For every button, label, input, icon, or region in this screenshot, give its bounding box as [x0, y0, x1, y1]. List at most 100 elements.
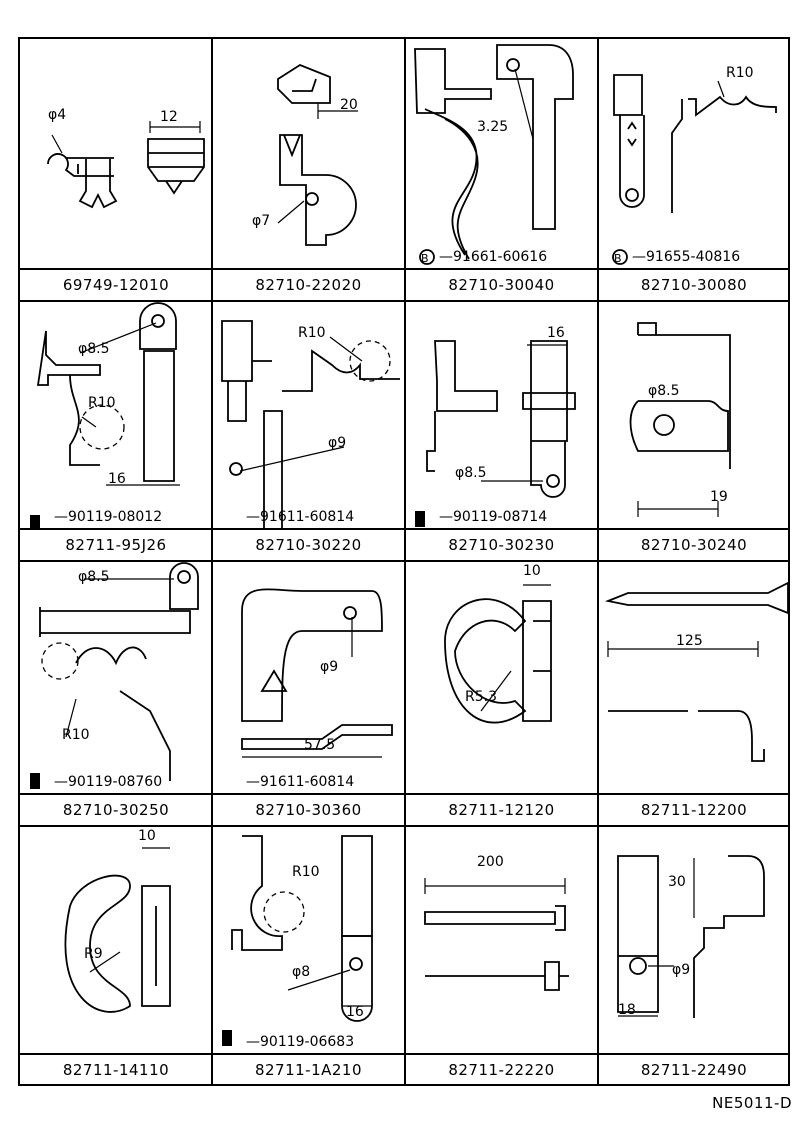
dimension-label: 200 [477, 854, 504, 870]
dimension-label: R10 [292, 864, 320, 880]
drawing-stroke [279, 134, 357, 246]
drawing-stroke [79, 322, 180, 486]
part-number: 82711-1A210 [254, 1061, 363, 1079]
dimension-label: φ8.5 [648, 383, 680, 399]
dimension-label: φ9 [328, 435, 346, 451]
dimension-label: φ8.5 [78, 569, 110, 585]
bolt-part-number: —91655-40816 [632, 249, 740, 265]
part-number: 82710-30250 [62, 801, 170, 819]
part-illustration: B3.25—91661-60616 [414, 44, 574, 265]
part-cell: 200 82711-22220 [405, 826, 598, 1086]
drawing-stroke [414, 48, 492, 114]
drawing-stroke [717, 80, 725, 98]
drawing-stroke [30, 773, 40, 789]
bolt-part-number: —90119-08760 [54, 774, 162, 790]
bolt-part-number: —91611-60814 [246, 774, 354, 790]
drawing-stroke [36, 330, 101, 386]
dimension-label: φ8.5 [78, 341, 110, 357]
part-number: 82711-95J26 [65, 536, 167, 554]
part-illustration: 200 [424, 854, 569, 991]
drawing-stroke [89, 847, 170, 973]
drawing-stroke [522, 340, 576, 498]
drawing-stroke [75, 646, 171, 781]
part-number: 69749-12010 [62, 276, 170, 294]
drawing-stroke [47, 153, 118, 209]
drawing-stroke [69, 302, 177, 482]
dimension-label: 16 [346, 1004, 364, 1020]
drawing-stroke [604, 581, 789, 615]
drawing-stroke [221, 320, 272, 422]
drawing-stroke [653, 414, 675, 436]
drawing-stroke [424, 878, 566, 894]
bolt-part-number: —90119-08012 [54, 509, 162, 525]
drawing-stroke [260, 669, 288, 692]
drawing-stroke [349, 957, 363, 971]
drawing-stroke [617, 855, 659, 1013]
dimension-label: R10 [298, 325, 326, 341]
drawing-stroke [277, 200, 305, 224]
drawing-stroke [263, 891, 305, 933]
dimension-label: 18 [618, 1002, 636, 1018]
drawing-stroke [317, 103, 358, 119]
grid-line [20, 300, 790, 302]
dimension-label: R10 [88, 395, 116, 411]
drawing-stroke [305, 192, 319, 206]
part-illustration: φ8.5 19 [629, 322, 731, 517]
drawing-stroke [39, 562, 199, 637]
dimension-label: φ9 [672, 962, 690, 978]
bolt-marker-letter: B [421, 252, 429, 265]
grid-line [20, 528, 790, 530]
part-number: 82710-22020 [255, 276, 362, 294]
drawing-stroke [627, 121, 637, 147]
drawing-stroke [629, 957, 647, 975]
drawing-stroke [496, 44, 574, 230]
bolt-part-number: —90119-06683 [246, 1034, 354, 1050]
drawing-stroke [546, 474, 560, 488]
drawing-stroke [242, 617, 382, 758]
dimension-label: 20 [340, 97, 358, 113]
part-number: 82710-30220 [255, 536, 362, 554]
grid-line [20, 1053, 790, 1055]
drawing-stroke [79, 404, 125, 450]
part-number: 82710-30230 [448, 536, 555, 554]
drawing-stroke [141, 885, 171, 1007]
drawing-stroke [607, 641, 759, 657]
dimension-label: 3.25 [477, 119, 508, 135]
drawing-stroke [522, 600, 552, 722]
bolt-part-number: —90119-08714 [439, 509, 547, 525]
drawing-stroke [151, 314, 165, 328]
drawing-stroke [51, 134, 63, 154]
drawing-stroke [287, 969, 372, 1007]
part-number: 82711-14110 [62, 1061, 170, 1079]
part-number: 82711-22220 [448, 1061, 555, 1079]
dimension-label: 16 [108, 471, 126, 487]
drawing-stroke [222, 1030, 232, 1046]
drawing-stroke [637, 322, 731, 469]
drawing-stroke [612, 249, 628, 265]
dimension-label: 30 [668, 874, 686, 890]
drawing-stroke [425, 961, 569, 991]
dimension-label: 125 [676, 633, 703, 649]
bolt-marker-letter: B [614, 252, 622, 265]
dimension-label: 19 [710, 489, 728, 505]
drawing-stroke [424, 905, 566, 931]
part-illustration: 30 φ9 18 [617, 855, 765, 1018]
dimension-label: 10 [523, 563, 541, 579]
